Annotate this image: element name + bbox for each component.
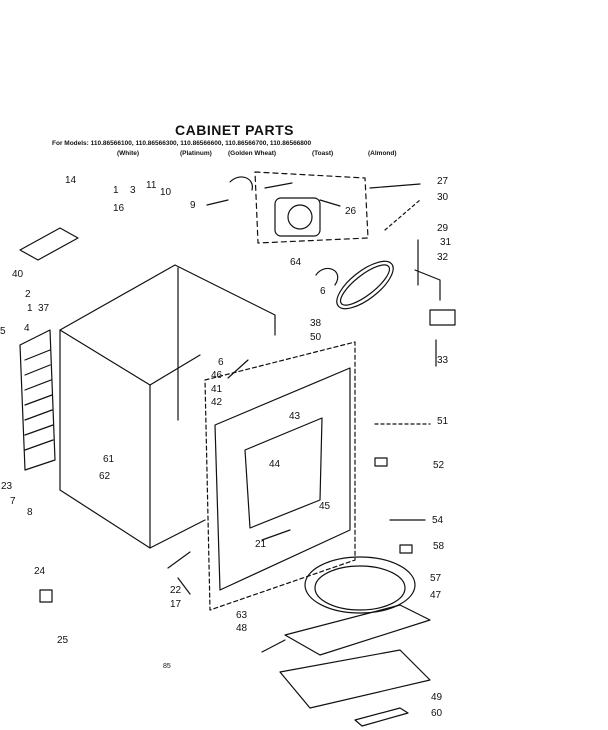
callout-16: 16: [113, 203, 125, 214]
callout-5: 5: [0, 326, 6, 337]
callout-58: 58: [433, 541, 445, 552]
callout-14: 14: [65, 175, 77, 186]
callout-1-lower: 1: [27, 303, 33, 314]
color-white: (White): [117, 150, 140, 157]
diagram-title: CABINET PARTS: [175, 122, 295, 138]
color-golden-wheat: (Golden Wheat): [228, 150, 277, 157]
callout-50: 50: [310, 332, 322, 343]
callout-46: 46: [211, 370, 223, 381]
small-part-52: [374, 457, 388, 467]
callout-44: 44: [269, 459, 281, 470]
callout-61: 61: [103, 454, 115, 465]
callout-51: 51: [437, 416, 449, 427]
rear-panel: [19, 329, 56, 471]
callout-6-lower: 6: [218, 357, 224, 368]
callout-25: 25: [57, 635, 69, 646]
small-part-22: [167, 551, 191, 569]
color-toast: (Toast): [312, 150, 334, 157]
callout-10: 10: [160, 187, 172, 198]
callout-23: 23: [1, 481, 13, 492]
callout-24: 24: [34, 566, 46, 577]
callout-52: 52: [433, 460, 445, 471]
callout-31: 31: [440, 237, 452, 248]
callout-29: 29: [437, 223, 449, 234]
callout-22: 22: [170, 585, 182, 596]
callout-57: 57: [430, 573, 442, 584]
callout-49: 49: [431, 692, 443, 703]
model-numbers: For Models: 110.86566100, 110.86566300, …: [52, 140, 312, 147]
callout-30: 30: [437, 192, 449, 203]
cabinet-outline: [59, 264, 276, 549]
callout-7: 7: [10, 496, 16, 507]
callout-40: 40: [12, 269, 24, 280]
callout-8: 8: [27, 507, 33, 518]
callout-3: 3: [130, 185, 136, 196]
color-almond: (Almond): [368, 150, 397, 157]
page-number: 85: [163, 663, 171, 670]
callout-9: 9: [190, 200, 196, 211]
wire-harness: [229, 176, 253, 191]
callout-33: 33: [437, 355, 449, 366]
callout-4: 4: [24, 323, 30, 334]
motor-icon: [264, 182, 341, 237]
callout-11: 11: [146, 180, 157, 191]
callout-26: 26: [345, 206, 357, 217]
callout-6-upper: 6: [320, 286, 326, 297]
callout-37: 37: [38, 303, 50, 314]
drive-belt: [336, 260, 394, 310]
callout-54: 54: [432, 515, 444, 526]
bulkhead: [284, 604, 431, 656]
callout-48: 48: [236, 623, 248, 634]
motor-assembly-box: [254, 171, 369, 244]
callout-2: 2: [25, 289, 31, 300]
callout-45: 45: [319, 501, 331, 512]
callout-42: 42: [211, 397, 223, 408]
drum-ring: [304, 556, 416, 614]
callout-62: 62: [99, 471, 111, 482]
front-panel: [204, 341, 356, 611]
callout-17: 17: [170, 599, 182, 610]
callout-32: 32: [437, 252, 449, 263]
callout-21: 21: [255, 539, 267, 550]
small-part-58: [399, 544, 413, 554]
callout-38: 38: [310, 318, 322, 329]
idler-bracket-33: [429, 309, 456, 326]
callout-60: 60: [431, 708, 443, 719]
callout-64: 64: [290, 257, 302, 268]
color-platinum: (Platinum): [180, 150, 212, 157]
callout-43: 43: [289, 411, 301, 422]
control-panel-bracket: [19, 227, 79, 261]
callout-27: 27: [437, 176, 449, 187]
callout-47: 47: [430, 590, 442, 601]
trim-strip: [354, 707, 409, 727]
callout-1: 1: [113, 185, 119, 196]
small-part-24: [39, 589, 53, 603]
base-plate: [279, 649, 431, 709]
callout-63: 63: [236, 610, 248, 621]
idler-spring: [414, 239, 441, 301]
callout-41: 41: [211, 384, 223, 395]
